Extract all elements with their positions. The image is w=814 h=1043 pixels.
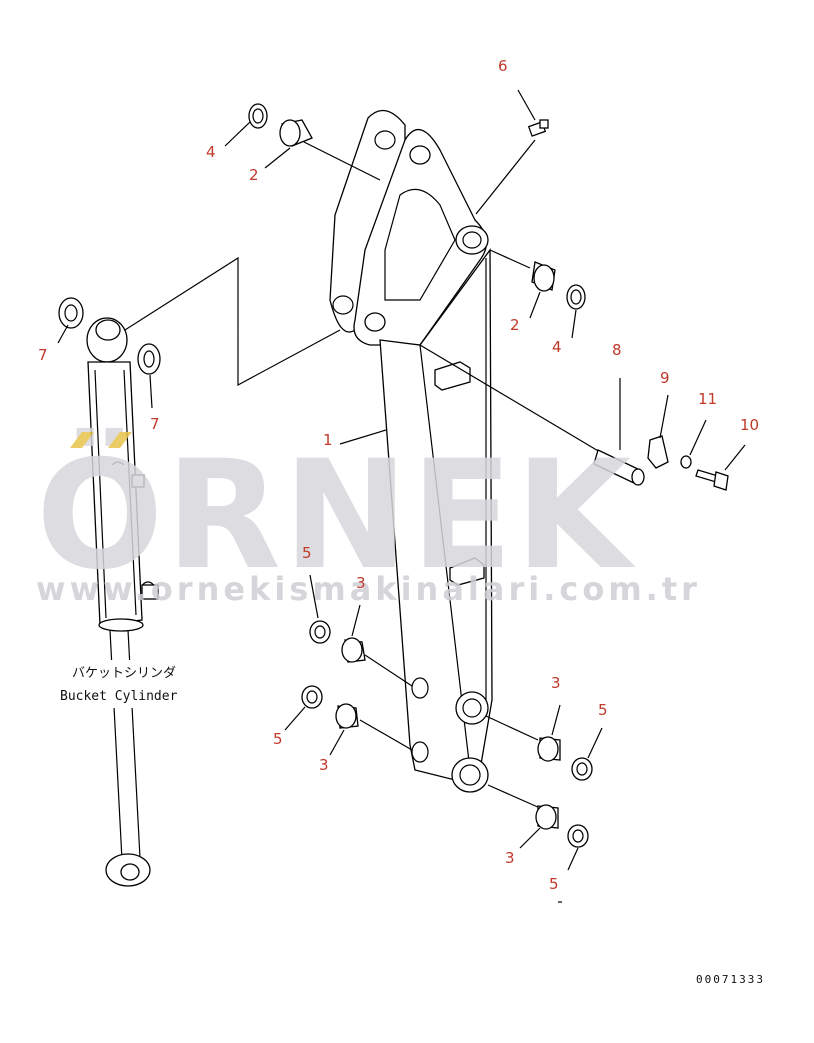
- arm-body: [329, 109, 493, 793]
- cylinder-label-en: Bucket Cylinder: [60, 689, 178, 704]
- callout-6: 6: [498, 57, 508, 75]
- bucket-cylinder: [86, 317, 159, 887]
- callout-3: 3: [505, 849, 515, 867]
- callout-7: 7: [38, 346, 48, 364]
- callout-2: 2: [510, 316, 520, 334]
- callout-11: 11: [698, 390, 717, 408]
- bushing-3-a: [341, 637, 366, 663]
- washer-5-a: [309, 620, 331, 644]
- bushing-3-c: [537, 736, 561, 762]
- pin-8: [593, 449, 645, 486]
- watermark: ÖRNEK www.ornekismakinalari.com.tr: [36, 427, 701, 608]
- bushing-3-d: [535, 804, 559, 830]
- callout-9: 9: [660, 369, 670, 387]
- callout-10: 10: [740, 416, 759, 434]
- callout-1: 1: [323, 431, 333, 449]
- washer-7-top: [58, 297, 84, 329]
- washer-5-c: [571, 757, 593, 781]
- watermark-accent-icon: [70, 432, 132, 448]
- callout-5: 5: [302, 544, 312, 562]
- callout-8: 8: [612, 341, 622, 359]
- stopper-plate-9: [647, 435, 669, 469]
- washer-7-right: [137, 343, 161, 375]
- callout-4: 4: [206, 143, 216, 161]
- bolt-10: [695, 469, 729, 491]
- cylinder-label-jp: バケットシリンダ: [72, 666, 176, 681]
- washer-11: [680, 455, 692, 469]
- callout-3: 3: [551, 674, 561, 692]
- callout-5: 5: [273, 730, 283, 748]
- washer-4-right: [566, 284, 586, 310]
- watermark-url: www.ornekismakinalari.com.tr: [36, 570, 701, 608]
- callout-3: 3: [319, 756, 329, 774]
- washer-5-b: [301, 685, 323, 709]
- callout-2: 2: [249, 166, 259, 184]
- watermark-brand: ÖRNEK: [36, 427, 636, 603]
- grease-fitting-6: [527, 119, 549, 137]
- callout-5: 5: [549, 875, 559, 893]
- callout-labels: 1 2 2 3 3 3 3 4 4 5 5 5 5 6 7 7 8 9 10 1…: [38, 57, 759, 893]
- bushing-2-top: [279, 119, 313, 147]
- document-number: 00071333: [696, 973, 765, 986]
- bushing-3-b: [335, 703, 359, 729]
- washer-4-top: [248, 103, 268, 129]
- callout-7: 7: [150, 415, 160, 433]
- washer-5-d: [567, 824, 589, 848]
- callout-5: 5: [598, 701, 608, 719]
- bushing-2-right: [531, 261, 556, 292]
- callout-4: 4: [552, 338, 562, 356]
- callout-3: 3: [356, 574, 366, 592]
